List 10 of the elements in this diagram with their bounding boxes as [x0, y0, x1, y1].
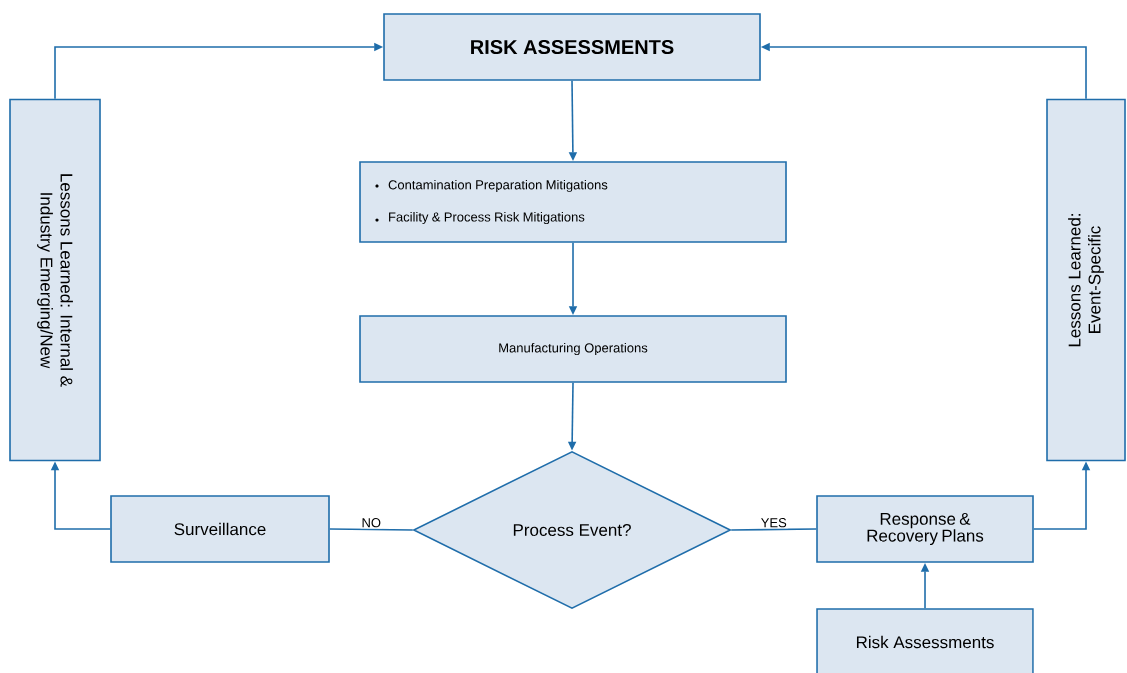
edge-label: NO [360, 517, 382, 529]
process-box: Manufacturing Operations [359, 315, 787, 383]
process-box: Response & Recovery Plans [816, 495, 1034, 563]
process-box: Lessons Learned: Internal & Industry Emerging/New [9, 98, 101, 462]
process-box: Surveillance [110, 495, 330, 563]
process-box: Risk Assessments [816, 608, 1034, 673]
process-box: Contamination Preparation Mitigations Facility & Process Risk Mitigations [359, 161, 787, 243]
title-box: RISK ASSESSMENTS [383, 13, 761, 81]
process-box: Lessons Learned: Event-Specific [1046, 98, 1126, 462]
edge-label: YES [759, 517, 788, 529]
